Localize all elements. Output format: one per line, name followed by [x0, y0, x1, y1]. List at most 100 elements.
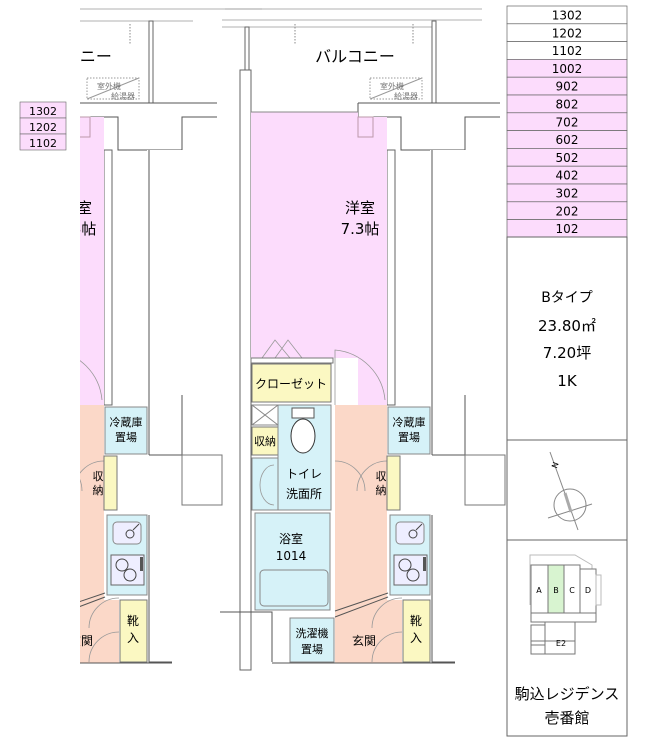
floor-cell: 702 [556, 115, 579, 129]
storage [103, 455, 118, 511]
floor-list: 1302120211021002902802702602502402302202… [506, 5, 628, 238]
party-wall [103, 149, 113, 406]
laundry-label: 洗濯機 [296, 626, 329, 640]
entrance [80, 600, 119, 663]
sink-icon [112, 521, 142, 545]
hallway [80, 405, 104, 605]
balcony-post [148, 20, 154, 104]
key-block-d: D [585, 586, 591, 595]
floor-cell: 602 [556, 133, 579, 147]
bathroom-label: 浴室 [279, 531, 303, 546]
floor-cell: 1202 [552, 26, 583, 40]
floor-cell: 402 [556, 169, 579, 183]
entrance [335, 600, 402, 663]
small-storage [251, 426, 279, 456]
western-room-label: 洋室 [345, 199, 375, 217]
water-heater-label: 給湯器 [394, 91, 418, 101]
storage-label-2: 納 [376, 484, 387, 497]
shoe-cabinet [402, 599, 431, 663]
outdoor-unit-label: 室外機 [380, 81, 404, 91]
shoe-cabinet [119, 599, 148, 663]
storage [386, 455, 401, 511]
bathtub-icon [259, 569, 329, 607]
outdoor-unit-label: 室外機 [97, 81, 121, 91]
shoe-label-2: 入 [127, 631, 139, 645]
entrance-label: 玄関 [69, 633, 93, 648]
floor-cell: 1302 [29, 105, 57, 118]
toilet-label: トイレ [3, 467, 39, 481]
laundry-space [289, 617, 335, 663]
western-room-size: 7.3帖 [341, 220, 380, 238]
unit-area-tsubo: 7.20坪 [543, 344, 591, 362]
western-room-label: 洋室 [62, 199, 92, 217]
western-room-size: 7.3帖 [58, 220, 97, 238]
key-block-e2: E2 [556, 639, 566, 648]
fridge-space [387, 406, 431, 455]
building-name: 駒込レジデンス [515, 685, 620, 703]
closet-label: クローゼット [0, 377, 44, 391]
laundry-label: 洗濯機 [13, 626, 46, 640]
left-floor-list: 1302 1202 1102 [19, 101, 67, 151]
storage-label: 収 [376, 470, 387, 483]
toilet-icon [8, 419, 32, 453]
toilet-washroom [0, 405, 48, 510]
storage-label-2: 納 [93, 484, 104, 497]
north-label: N [550, 461, 561, 470]
bath-size: 1014 [276, 549, 307, 563]
fridge-label-2: 置場 [398, 431, 420, 444]
floor-cell: 902 [556, 80, 579, 94]
unit-area-m2: 23.80㎡ [538, 317, 596, 335]
compass-icon: N [547, 451, 593, 531]
toilet-label: トイレ [286, 467, 322, 481]
bath-size: 1014 [0, 549, 23, 563]
storage-label: 収 [93, 470, 104, 483]
hallway [335, 405, 387, 605]
unit-layout: 1K [557, 372, 578, 390]
laundry-space [7, 618, 51, 662]
outdoor-unit-box: 室外機 給湯器 [86, 77, 140, 101]
key-block-c: C [569, 586, 575, 595]
floor-cell: 302 [556, 187, 579, 201]
floor-cell: 502 [556, 151, 579, 165]
laundry-label-2: 置場 [301, 643, 323, 656]
floor-cell: 102 [556, 222, 579, 236]
fridge-label: 冷蔵庫 [110, 415, 143, 429]
balcony-post [431, 20, 437, 104]
floor-cell: 1002 [552, 62, 583, 76]
unit-b-plan: バルコニー 室外機 給湯器 洋室 7.3帖 クローゼット [220, 20, 506, 671]
building-name-2: 壱番館 [544, 709, 589, 727]
fridge-space [104, 406, 148, 455]
laundry-label-2: 置場 [18, 643, 40, 656]
info-panel: 1302120211021002902802702602502402302202… [506, 5, 628, 737]
floor-cell: 1302 [552, 9, 583, 23]
outdoor-unit-box: 室外機 給湯器 [369, 77, 423, 101]
closet-label: クローゼット [255, 377, 327, 391]
shoe-label-2: 入 [410, 631, 422, 645]
floor-cell: 802 [556, 98, 579, 112]
toilet-icon [290, 418, 316, 454]
floor-cell: 1102 [552, 44, 583, 58]
small-storage-label: 収納 [254, 435, 276, 448]
sink-icon [395, 521, 425, 545]
party-wall [386, 149, 396, 406]
fridge-label-2: 置場 [115, 431, 137, 444]
washroom-label: 洗面所 [3, 487, 39, 501]
balcony-post [244, 26, 250, 72]
western-room [251, 112, 358, 358]
fridge-label: 冷蔵庫 [393, 415, 426, 429]
balcony-label: バルコニー [32, 47, 112, 66]
shoe-label: 靴 [410, 614, 422, 628]
key-block-b: B [553, 586, 559, 595]
washroom-label: 洗面所 [286, 487, 322, 501]
left-unit-partial: バルコニー 室外機 給湯器 洋室 7.3帖 クローゼット [0, 20, 223, 664]
floor-cell: 1202 [29, 121, 57, 134]
bathroom [0, 513, 47, 610]
water-heater-label: 給湯器 [111, 91, 135, 101]
balcony-label: バルコニー [315, 47, 395, 66]
key-block-a: A [536, 586, 542, 595]
floor-cell: 1102 [29, 137, 57, 150]
entrance-label: 玄関 [352, 633, 376, 648]
unit-type: Bタイプ [541, 290, 593, 306]
shoe-label: 靴 [127, 614, 139, 628]
closet [0, 364, 48, 402]
